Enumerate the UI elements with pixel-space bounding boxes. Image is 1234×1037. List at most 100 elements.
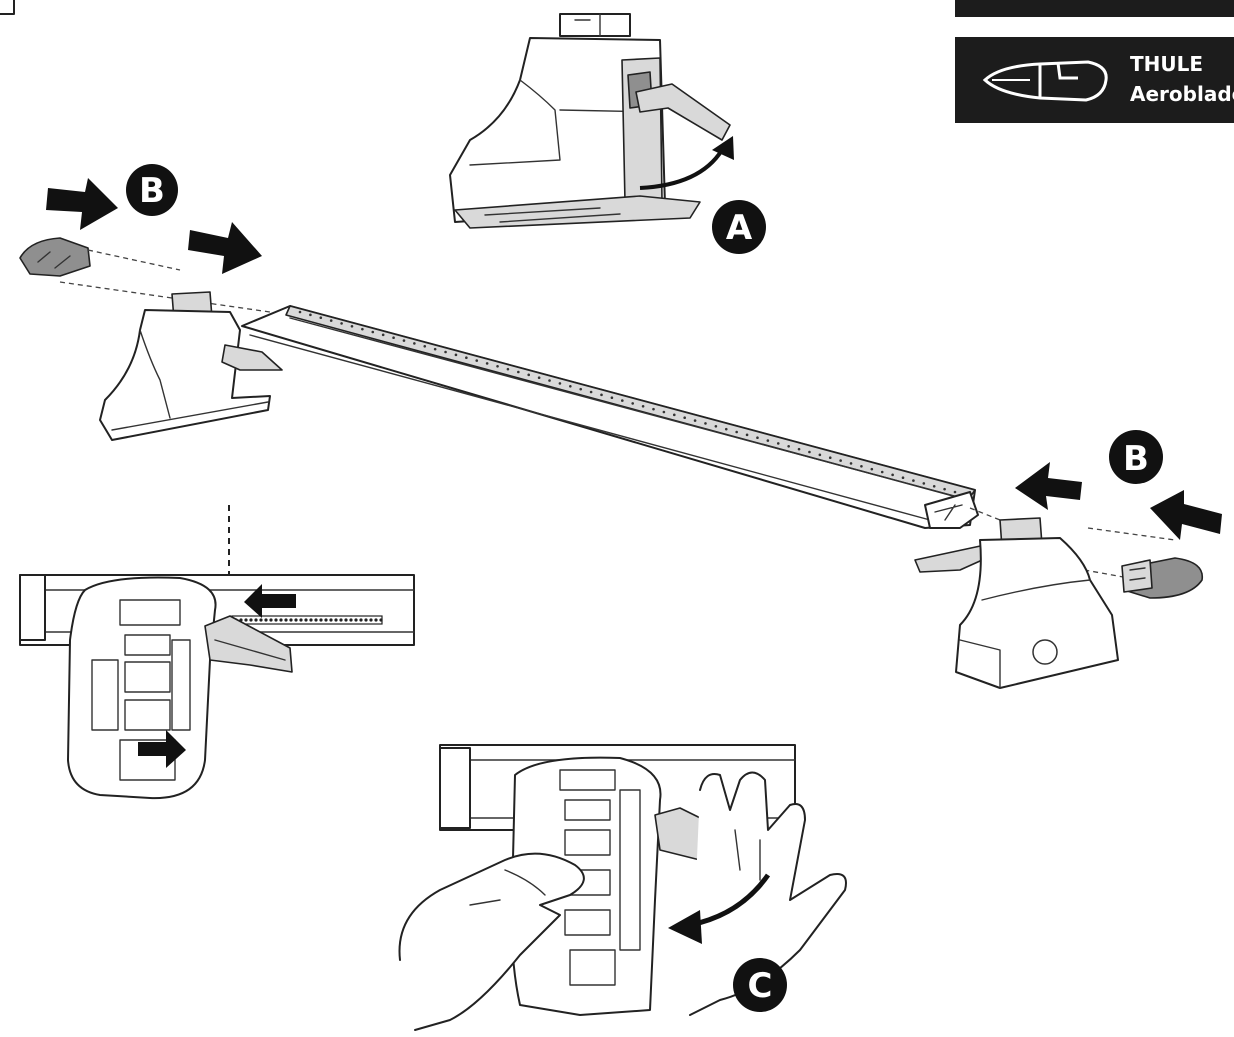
guide-line-left-1 [87,249,181,271]
slot-dot [274,618,278,622]
svg-text:A: A [726,208,753,248]
track-dot [953,490,957,494]
track-dot [683,416,686,420]
slot-dot [259,618,263,622]
slot-dot [319,618,323,622]
track-dot [340,322,343,325]
step-label-b-right: B [1109,430,1163,484]
slot-dot [379,618,383,622]
slot-dot [289,618,293,622]
track-dot [704,422,707,425]
track-dot [901,476,905,480]
slot-dot [354,618,358,622]
track-dot [527,373,531,377]
track-dot [402,339,406,342]
track-dot [558,382,562,385]
svg-text:B: B [139,171,165,211]
track-dot [517,370,520,374]
end-cap-left [19,237,91,277]
svg-text:C: C [748,966,773,1006]
slot-dot [334,618,338,622]
slot-dot [374,618,378,622]
slot-dot [284,618,288,622]
slot-dot [324,618,328,622]
brand-panel-top [955,0,1234,17]
slot-dot [364,618,368,622]
track-dot [361,327,364,331]
track-dot [808,450,811,454]
track-dot [693,419,697,422]
slot-dot [369,618,373,622]
track-dot [828,456,832,460]
track-dot [621,399,624,402]
slide-arrow-right [138,730,186,768]
track-dot [839,459,842,462]
t-track [298,310,957,494]
track-dot [766,439,770,442]
track-dot [548,379,551,382]
track-dot [496,364,499,368]
guide-line-right-2 [1087,527,1176,541]
track-dot [870,467,874,471]
track-dot [454,353,458,357]
push-arrow-right-1 [1015,462,1082,510]
track-dot [891,473,894,477]
slot-dot [339,618,343,622]
slot-dot [244,618,248,622]
corner-frame [0,0,15,15]
track-dot [932,484,936,488]
track-dot [485,362,489,365]
track-dot [309,313,312,317]
brand-name: THULE [1130,52,1203,76]
slot-dot [314,618,318,622]
aeroblade-profile-icon [982,60,1108,102]
track-dot [818,453,822,457]
track-dot [579,387,583,391]
track-dot [506,367,510,371]
track-dot [745,433,749,437]
step-label-c: C [733,958,787,1012]
track-dot [880,470,884,474]
slot-dot [349,618,353,622]
slot-dot [269,618,273,622]
track-dot [631,402,634,405]
track-dot [465,356,468,360]
track-dot [319,316,323,320]
slot-dot [299,618,303,622]
track-dot [381,333,385,337]
slide-arrow-left [244,584,296,618]
slot-dot [304,618,308,622]
slot-dot [294,618,298,622]
clamp-detail-bottom [398,744,847,1031]
track-dot [797,447,801,451]
track-dot [433,347,437,351]
slot-dot [264,618,268,622]
left-hand [398,852,585,1031]
step-label-b-left: B [126,164,178,216]
brand-panel: THULE Aeroblade [955,37,1234,123]
track-dot [298,310,302,314]
track-dot [662,410,666,414]
slot-dot [254,618,258,622]
foot-left [99,291,283,441]
step-label-a: A [712,200,766,254]
track-dot [714,424,718,428]
track-dot [537,376,541,380]
aeroblade-bar [241,305,979,529]
track-dot [423,344,427,348]
track-slot-left [234,618,383,622]
track-dot [350,324,354,328]
track-dot [444,350,447,354]
track-dot [787,444,790,448]
right-hand [689,771,847,1016]
slot-dot [359,618,363,622]
track-dot [849,462,853,465]
tighten-arrow-head [668,910,702,944]
slot-dot [329,618,333,622]
track-dot [672,413,676,417]
clamp-detail-left [19,574,415,800]
track-dot [329,319,333,322]
slot-dot [344,618,348,622]
track-dot [724,427,728,431]
